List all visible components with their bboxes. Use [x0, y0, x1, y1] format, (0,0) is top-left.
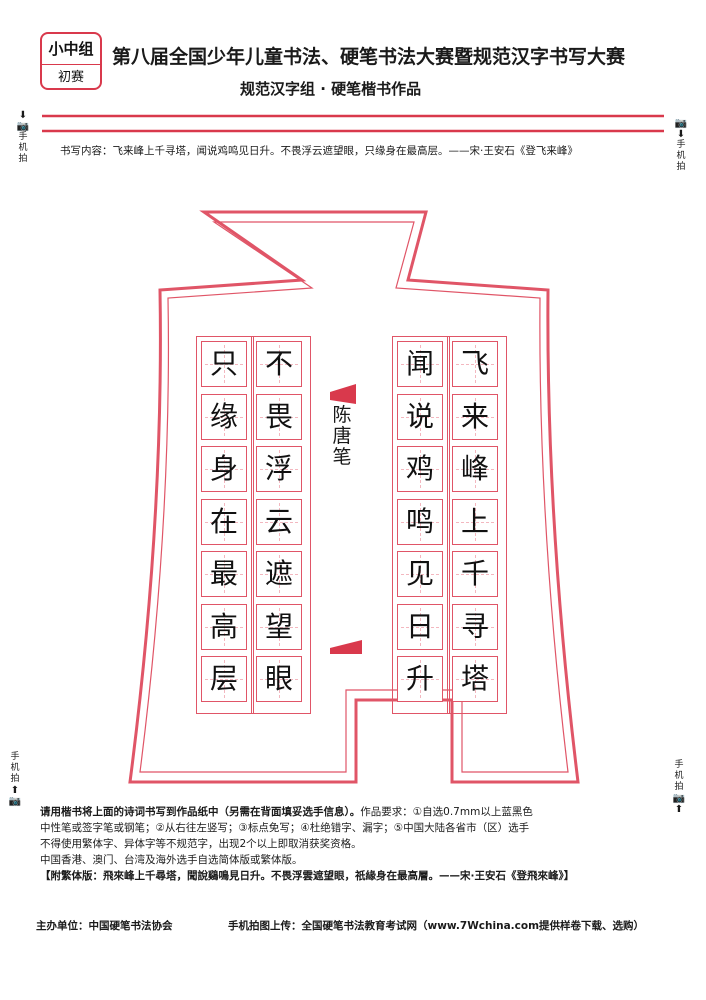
photo-marker-bottom-right: 手机拍 📷⬆	[672, 760, 686, 815]
calligraphy-character: 最	[209, 557, 238, 590]
group-badge: 小中组 初赛	[40, 32, 102, 90]
instruction-line-1: 请用楷书将上面的诗词书写到作品纸中（另需在背面填妥选手信息）。作品要求：①自选0…	[40, 806, 533, 818]
calligraphy-character: 寻	[460, 609, 489, 643]
calligraphy-character: 来	[460, 399, 489, 433]
photo-marker-label: 手机拍	[18, 132, 28, 164]
grid-column-right-1	[447, 336, 507, 714]
grid-cell: 上	[452, 498, 498, 545]
photo-marker-label: 手机拍	[10, 752, 20, 784]
calligraphy-character: 见	[405, 557, 434, 590]
grid-cell: 升	[397, 656, 443, 702]
camera-icon: ⬇📷	[16, 110, 30, 132]
traditional-version: 【附繁体版：飛來峰上千尋塔，聞說鷄鳴見日升。不畏浮雲遮望眼，祇緣身在最高層。——…	[40, 870, 575, 882]
calligraphy-character: 眼	[264, 662, 293, 695]
grid-cell: 高	[201, 603, 247, 650]
grid-cell: 眼	[256, 656, 302, 702]
grid-cell: 塔	[452, 656, 498, 702]
photo-marker-top-right: 📷⬇ 手机拍	[674, 118, 688, 173]
seal-ribbon-bottom	[330, 640, 362, 654]
calligraphy-character: 只	[209, 347, 238, 380]
grid-cell: 鸣	[397, 498, 443, 545]
calligraphy-character: 云	[264, 504, 293, 538]
grid-cell: 层	[201, 656, 247, 702]
signature: 陈唐笔	[332, 404, 352, 468]
calligraphy-character: 闻	[405, 347, 434, 380]
calligraphy-character: 不	[264, 347, 293, 380]
grid-cell: 见	[397, 551, 443, 597]
grid-cell: 望	[256, 603, 302, 650]
calligraphy-character: 说	[405, 399, 434, 433]
instruction-line-4: 中国香港、澳门、台湾及海外选手自选简体版或繁体版。	[40, 854, 303, 866]
top-border-band	[42, 114, 664, 133]
organizer: 主办单位：中国硬笔书法协会	[36, 920, 173, 932]
grid-cell: 闻	[397, 341, 443, 387]
calligraphy-character: 鸡	[405, 452, 434, 485]
calligraphy-character: 日	[405, 609, 434, 643]
camera-icon: 📷⬆	[672, 793, 686, 815]
badge-group-label: 小中组	[42, 34, 100, 65]
camera-icon: 📷⬇	[674, 118, 688, 140]
calligraphy-character: 畏	[264, 399, 293, 433]
grid-cell: 鸡	[397, 446, 443, 492]
instruction-line-2: 中性笔或签字笔或钢笔；②从右往左竖写；③标点免写；④杜绝错字、漏字；⑤中国大陆各…	[40, 822, 530, 834]
photo-marker-bottom-left: 手机拍 ⬆📷	[8, 752, 22, 807]
instruction-line-3: 不得使用繁体字、异体字等不规范字，出现2个以上即取消获奖资格。	[40, 838, 362, 850]
calligraphy-character: 浮	[264, 452, 293, 485]
calligraphy-character: 身	[209, 452, 238, 485]
calligraphy-character: 上	[460, 504, 489, 538]
grid-cell: 浮	[256, 446, 302, 492]
photo-marker-top-left: ⬇📷 手机拍	[16, 110, 30, 165]
grid-cell: 说	[397, 393, 443, 440]
grid-cell: 最	[201, 551, 247, 597]
calligraphy-character: 在	[209, 504, 238, 538]
calligraphy-character: 鸣	[405, 504, 434, 538]
calligraphy-character: 千	[460, 557, 489, 590]
upload-info: 手机拍图上传：全国硬笔书法教育考试网（www.7Wchina.com提供样卷下载…	[228, 920, 645, 932]
calligraphy-character: 缘	[209, 399, 238, 433]
grid-cell: 不	[256, 341, 302, 387]
photo-marker-label: 手机拍	[674, 760, 684, 792]
grid-cell: 遮	[256, 551, 302, 597]
grid-column-left-2	[196, 336, 254, 714]
calligraphy-character: 层	[209, 662, 238, 695]
grid-cell: 日	[397, 603, 443, 650]
grid-cell: 在	[201, 498, 247, 545]
calligraphy-character: 升	[405, 662, 434, 695]
calligraphy-character: 飞	[460, 347, 489, 380]
grid-cell: 来	[452, 393, 498, 440]
grid-cell: 云	[256, 498, 302, 545]
grid-cell: 缘	[201, 393, 247, 440]
grid-column-left-1	[251, 336, 311, 714]
photo-marker-label: 手机拍	[676, 140, 686, 172]
grid-column-right-2	[392, 336, 450, 714]
page-subtitle: 规范汉字组 · 硬笔楷书作品	[240, 80, 422, 98]
calligraphy-character: 峰	[460, 452, 489, 485]
grid-cell: 寻	[452, 603, 498, 650]
calligraphy-character: 塔	[460, 662, 489, 695]
calligraphy-character: 遮	[264, 557, 293, 590]
grid-cell: 千	[452, 551, 498, 597]
seal-ribbon-top	[330, 384, 356, 404]
calligraphy-character: 望	[264, 609, 293, 643]
page-title: 第八届全国少年儿童书法、硬笔书法大赛暨规范汉字书写大赛	[112, 46, 626, 68]
calligraphy-character: 高	[209, 609, 238, 643]
grid-cell: 飞	[452, 341, 498, 387]
badge-round-label: 初赛	[57, 70, 84, 85]
grid-cell: 畏	[256, 393, 302, 440]
grid-cell: 只	[201, 341, 247, 387]
grid-cell: 身	[201, 446, 247, 492]
grid-cell: 峰	[452, 446, 498, 492]
camera-icon: ⬆📷	[8, 785, 22, 807]
writing-content: 书写内容：飞来峰上千寻塔，闻说鸡鸣见日升。不畏浮云遮望眼，只缘身在最高层。——宋…	[60, 145, 578, 157]
instructions: 请用楷书将上面的诗词书写到作品纸中（另需在背面填妥选手信息）。作品要求：①自选0…	[40, 804, 670, 884]
